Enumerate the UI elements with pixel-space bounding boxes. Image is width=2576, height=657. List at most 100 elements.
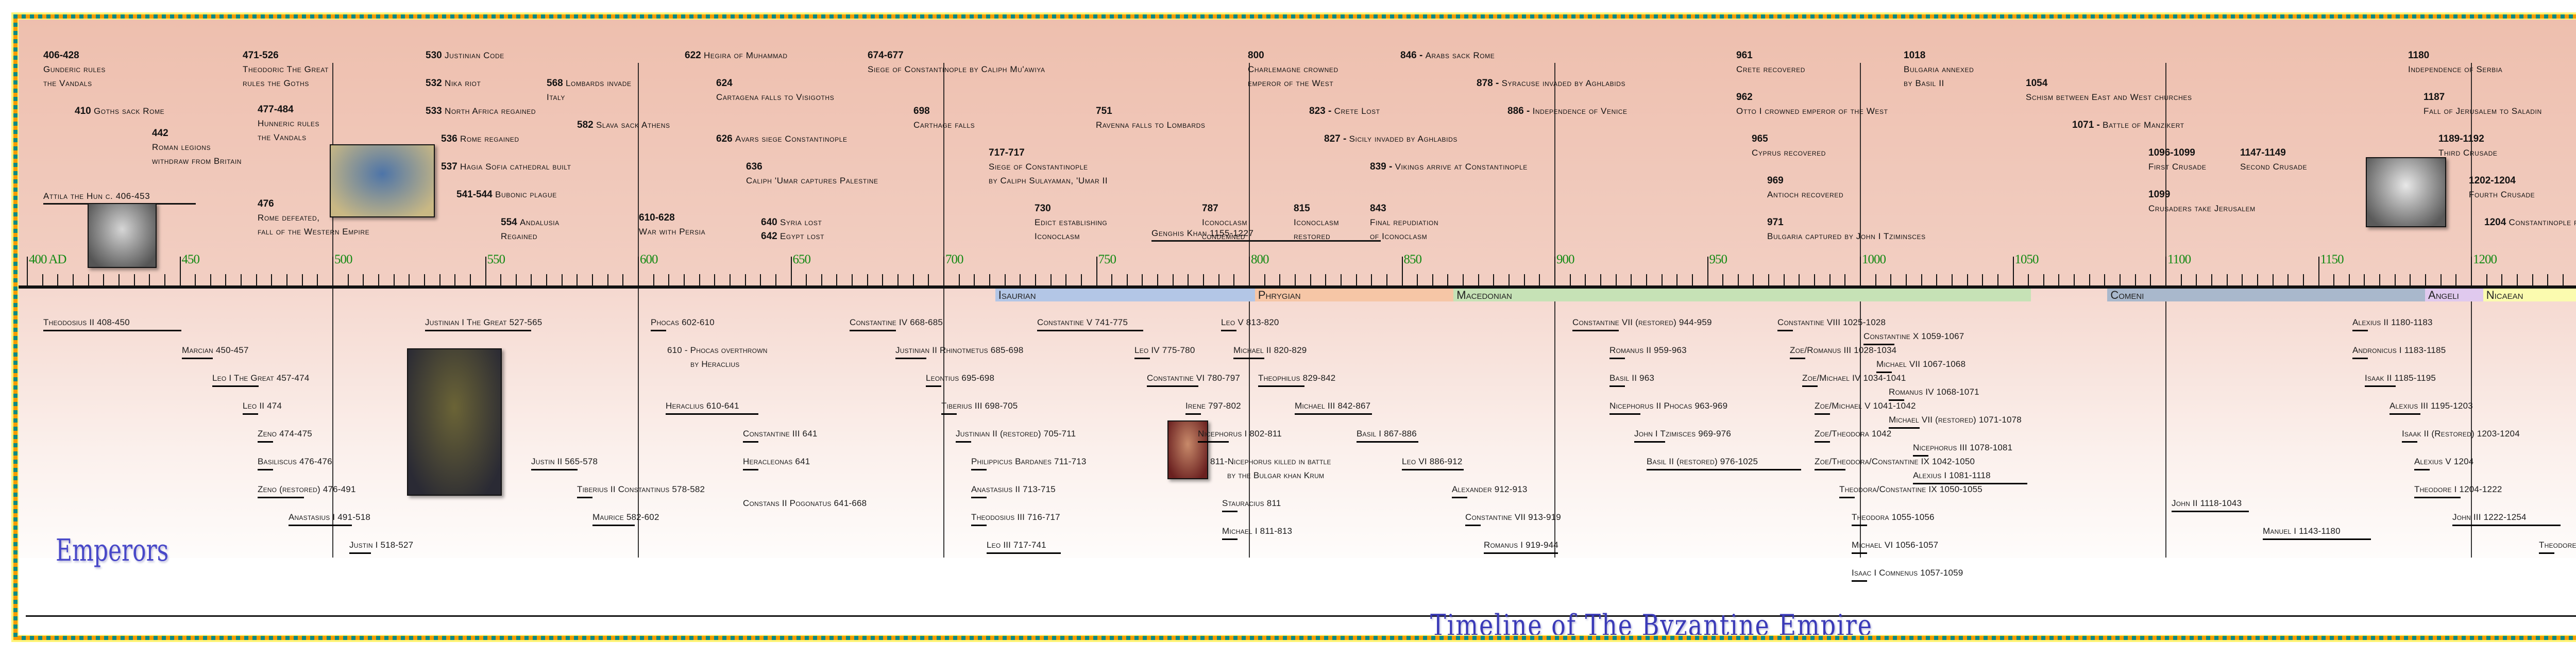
attila-portrait [88, 203, 157, 268]
axis-minor-tick [2394, 274, 2396, 285]
axis-minor-tick [744, 274, 746, 285]
axis-year-label: 650 [792, 252, 811, 266]
reign-bar [1609, 385, 1625, 387]
reign-bar [941, 413, 957, 415]
event-description: Siege of Constantinople by Caliph Mu'awi… [868, 64, 1045, 74]
emperor-entry: Zeno (restored) 476-491 [258, 484, 356, 498]
emperors-baseline [26, 615, 2576, 617]
century-divider-line [2165, 63, 2166, 558]
event-description: Carthage falls [913, 120, 975, 130]
emperor-entry: Anastasius II 713-715 [971, 484, 1056, 498]
century-divider-line [943, 63, 944, 558]
dynasty-band: Phrygian [1255, 289, 1454, 301]
emperor-entry: Leo VI 886-912 [1402, 456, 1464, 470]
emperor-entry: Alexander 912-913 [1452, 484, 1528, 498]
axis-minor-tick [1050, 274, 1052, 285]
axis-minor-tick [821, 274, 822, 285]
event-description: the Vandals [258, 132, 307, 142]
reign-bar [971, 469, 987, 470]
axis-minor-tick [2486, 274, 2487, 285]
axis-minor-tick [2242, 274, 2243, 285]
axis-year-label: 850 [1403, 252, 1422, 266]
axis-minor-tick [1111, 274, 1113, 285]
axis-minor-tick [2134, 274, 2136, 285]
emperor-entry: Marcian 450-457 [182, 345, 249, 359]
reign-bar [956, 441, 971, 443]
event-description: Iconoclasm [1202, 217, 1248, 227]
axis-minor-tick [1432, 274, 1433, 285]
dynasty-band: Macedonian [1453, 289, 2031, 301]
reign-bar [2365, 385, 2396, 387]
portrait-caption: Genghis Khan 1155-1227 [1151, 226, 1381, 242]
axis-minor-tick [2150, 274, 2151, 285]
axis-minor-tick [958, 274, 960, 285]
axis-minor-tick [852, 274, 853, 285]
axis-minor-tick [1585, 274, 1586, 285]
event-entry: 554 Andalusia Regained [501, 215, 560, 243]
axis-minor-tick [1569, 274, 1571, 285]
axis-minor-tick [195, 274, 196, 285]
event-description: Edict establishing [1035, 217, 1108, 227]
reign-bar [1572, 330, 1619, 331]
axis-minor-tick [1004, 274, 1006, 285]
axis-major-tick [27, 257, 28, 285]
event-entry: 640 Syria lost [761, 215, 822, 229]
century-divider-line [1249, 63, 1250, 558]
emperors-section-label: Emperors [56, 533, 169, 568]
event-year: 1189-1192 [2438, 133, 2484, 144]
emperor-entry: Tiberius II Constantinus 578-582 [577, 484, 705, 498]
emperor-entry: Isaak II (Restored) 1203-1204 [2402, 428, 2520, 443]
event-year: 886 - [1507, 106, 1533, 116]
event-year: 1180 [2408, 50, 2430, 61]
reign-bar [743, 469, 758, 470]
emperor-entry: Alexius III 1195-1203 [2389, 400, 2473, 415]
event-description: Nika riot [444, 78, 481, 88]
event-entry: 410 Goths sack Rome [75, 104, 164, 118]
event-year: 969 [1767, 175, 1784, 186]
event-year: 626 [716, 133, 735, 144]
axis-minor-tick [1799, 274, 1800, 285]
axis-minor-tick [271, 274, 273, 285]
axis-major-tick [638, 257, 639, 285]
reign-bar [289, 525, 352, 526]
century-divider-line [1554, 63, 1555, 558]
axis-minor-tick [1615, 274, 1617, 285]
event-description: Independence of Venice [1532, 106, 1628, 116]
emperor-entry: Leo III 717-741 [987, 540, 1061, 554]
event-description: Hagia Sofia cathedral built [460, 162, 571, 172]
emperor-entry: Justin I 518-527 [349, 540, 413, 554]
emperor-entry: Phocas 602-610 [651, 317, 715, 331]
reign-bar [1134, 358, 1150, 359]
reign-bar [2352, 358, 2368, 359]
event-description: Charlemagne crowned [1248, 64, 1338, 74]
reign-bar [1465, 525, 1481, 526]
event-description: Syria lost [779, 217, 822, 227]
reign-bar [1609, 413, 1640, 415]
event-entry: 582 Slava sack Athens [577, 118, 670, 132]
axis-minor-tick [515, 274, 517, 285]
reign-bar [1815, 413, 1830, 415]
axis-minor-tick [867, 274, 868, 285]
axis-minor-tick [2410, 274, 2411, 285]
axis-minor-tick [775, 274, 776, 285]
dynasty-band: Comeni [2107, 289, 2426, 301]
reign-bar [243, 413, 258, 415]
page-title: Timeline of The Byzantine Empire [1430, 608, 1873, 635]
justinian-mosaic [407, 348, 502, 496]
axis-year-label: 600 [640, 252, 658, 266]
event-description: Regained [501, 231, 538, 241]
event-year: 1204 [2484, 217, 2509, 228]
emperor-entry: Constantine III 641 [743, 428, 818, 443]
event-description: Bulgaria annexed [1904, 64, 1974, 74]
event-description: restored [1294, 231, 1331, 241]
axis-minor-tick [241, 274, 242, 285]
reign-bar [258, 469, 273, 470]
event-year: 717-717 [989, 147, 1025, 158]
border-left-stripe [13, 14, 18, 640]
